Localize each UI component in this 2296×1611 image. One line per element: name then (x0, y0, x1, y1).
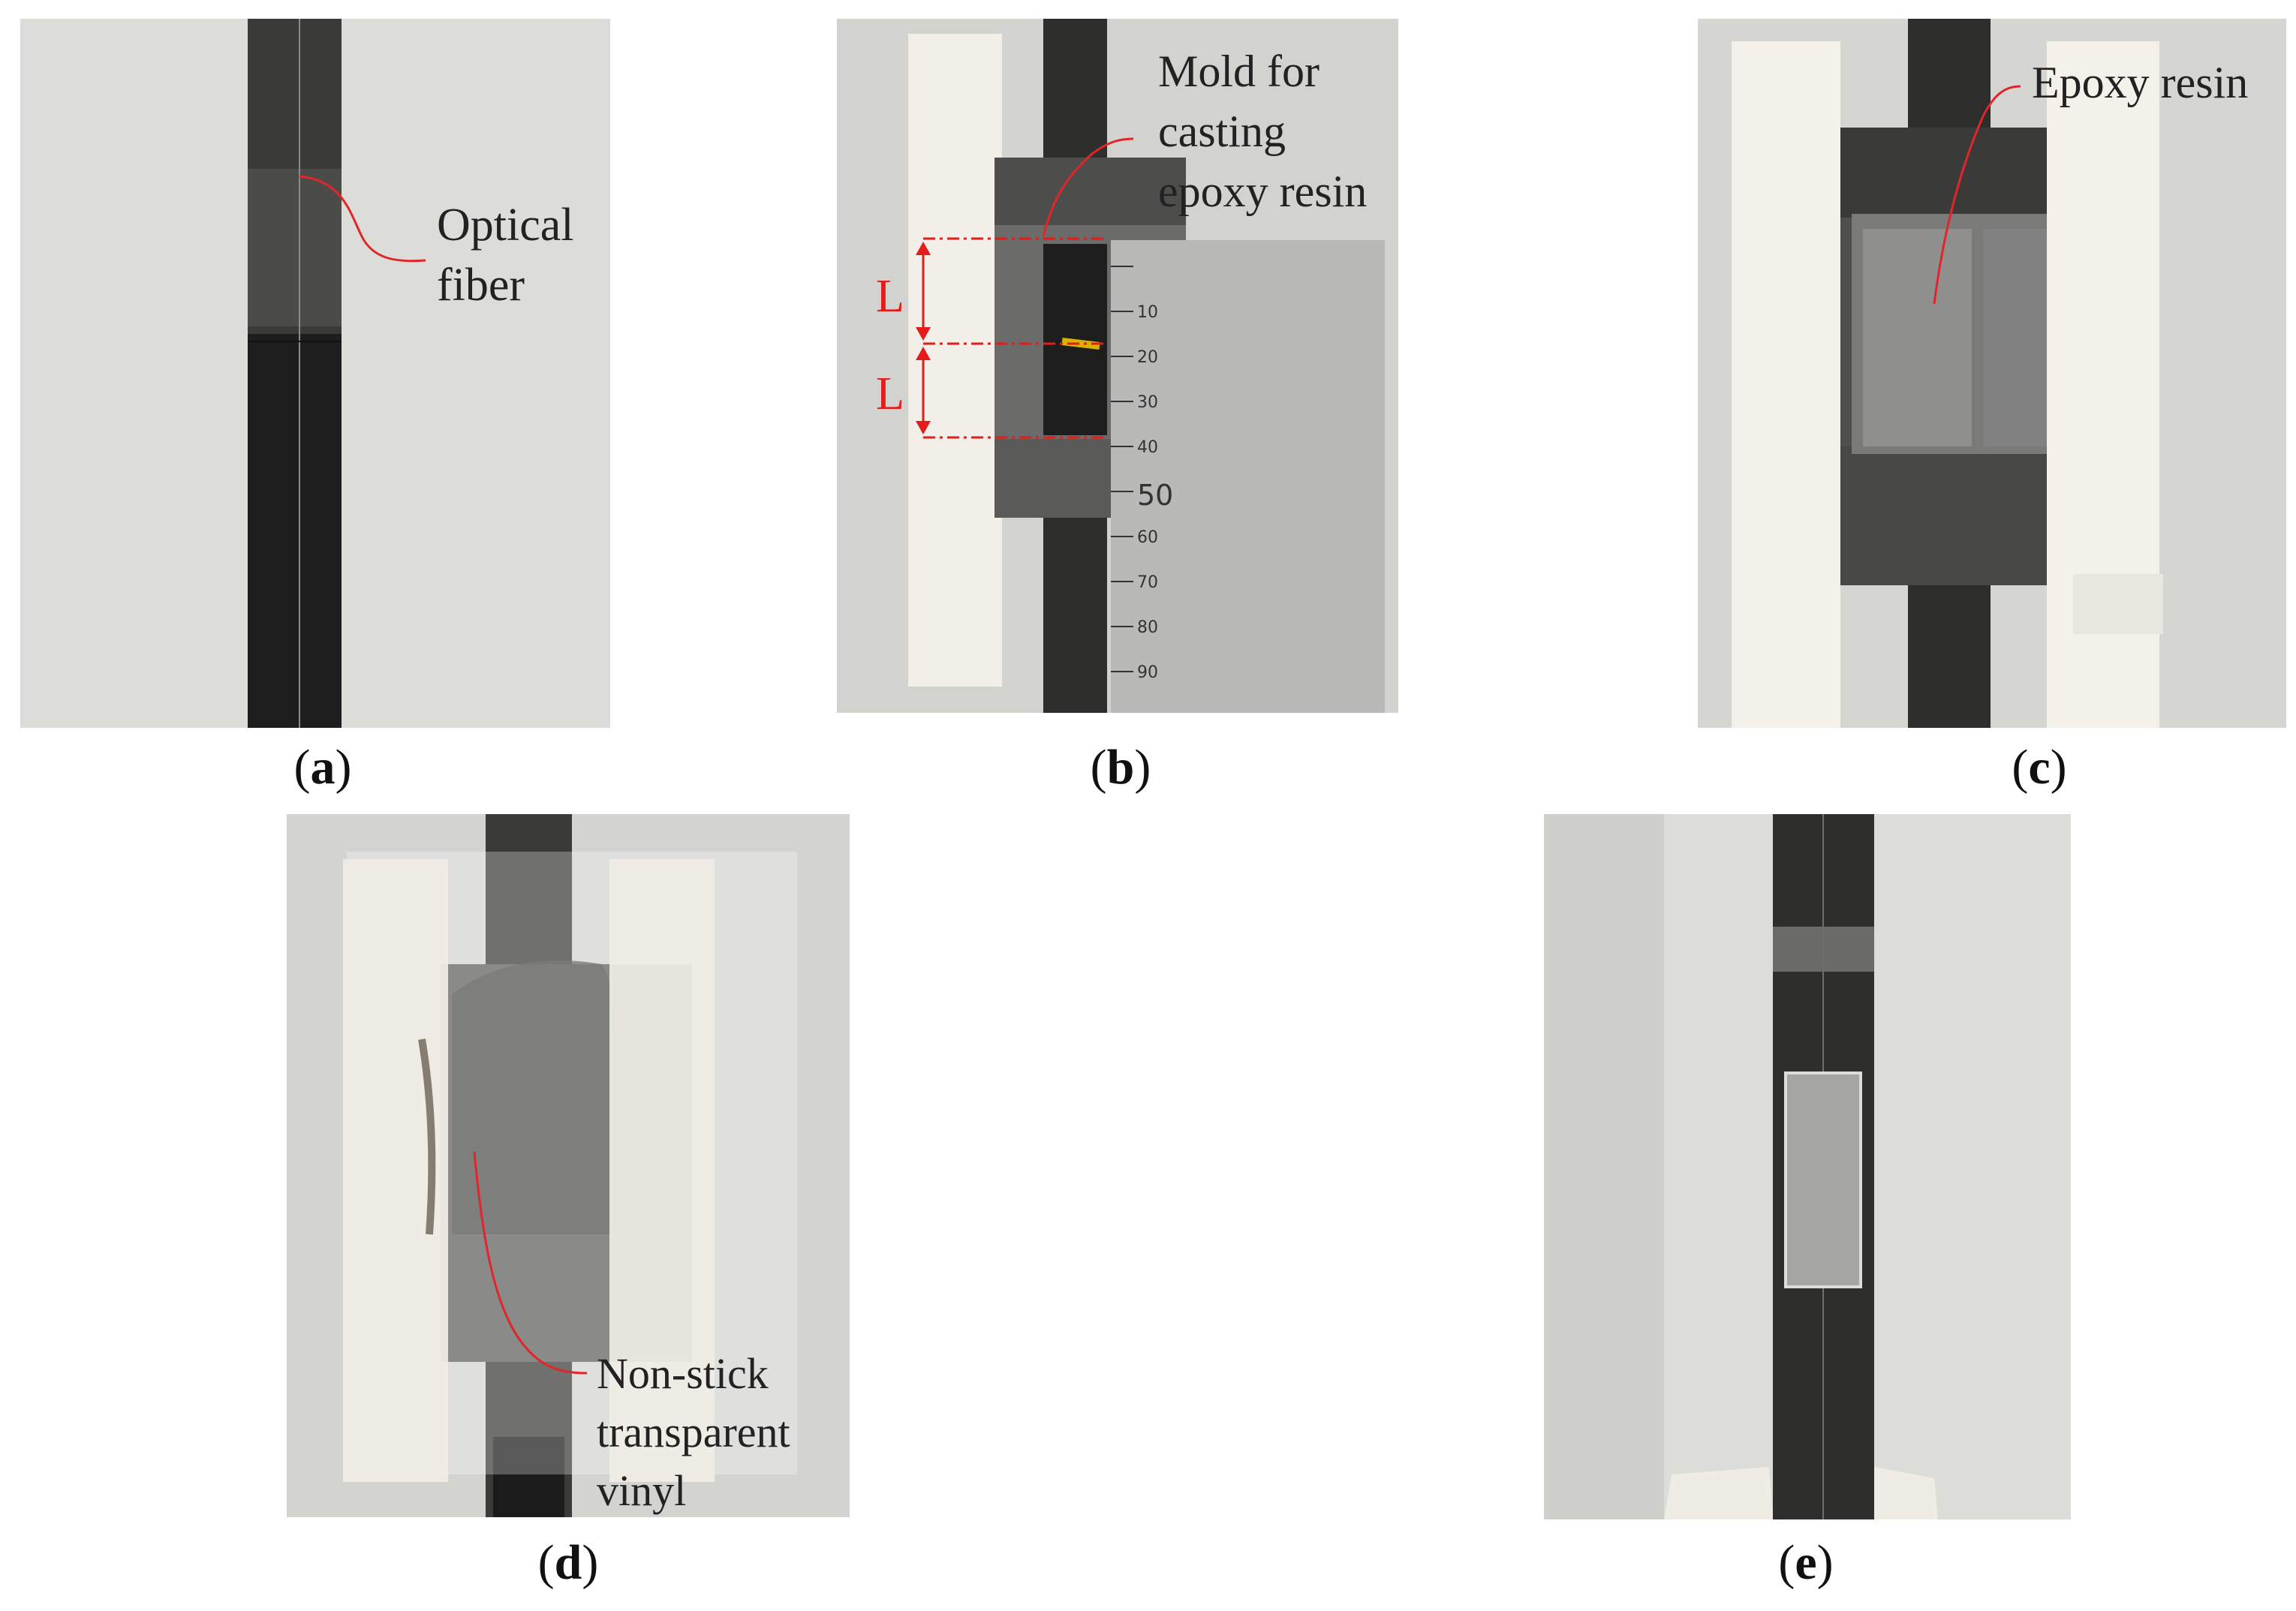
caption-e: (e) (1778, 1535, 1834, 1590)
panel-d-photo: Non-stick transparent vinyl (287, 814, 850, 1517)
label-mold-3: epoxy resin (1158, 167, 1367, 216)
label-mold-2: casting (1158, 107, 1286, 156)
label-fiber: fiber (437, 260, 525, 311)
svg-text:30: 30 (1137, 393, 1158, 412)
leader-line (1933, 85, 2021, 305)
svg-text:70: 70 (1137, 573, 1158, 592)
tape-left (1732, 41, 1840, 728)
label-vinyl-2: transparent (597, 1408, 790, 1456)
length-label-2: L (876, 368, 904, 419)
svg-text:60: 60 (1137, 528, 1158, 547)
label-mold-1: Mold for (1158, 47, 1320, 96)
svg-text:40: 40 (1137, 438, 1158, 457)
caption-c: (c) (2012, 740, 2067, 795)
svg-text:50: 50 (1137, 479, 1173, 512)
svg-text:20: 20 (1137, 348, 1158, 367)
panel-e-photo (1544, 814, 2071, 1519)
label-epoxy: Epoxy resin (2032, 58, 2248, 107)
tape-right (609, 859, 715, 1482)
dimension-lines (922, 237, 1107, 439)
leader-line (473, 1151, 588, 1375)
panel-a-photo: Optical fiber (20, 19, 610, 728)
panel-b-photo: 10 20 30 40 50 60 70 80 90 L L Mold for (837, 19, 1398, 713)
ruler-ticks (1111, 266, 1133, 672)
panel-c-photo: Epoxy resin (1698, 19, 2286, 728)
tape-bottom (1664, 1467, 1773, 1519)
ruler-labels: 10 20 30 40 50 60 70 80 90 (1137, 303, 1173, 682)
label-optical: Optical (437, 200, 574, 251)
leader-line (1042, 137, 1134, 237)
caption-a: (a) (293, 740, 352, 795)
caption-b: (b) (1090, 740, 1151, 795)
fiber-spot (1061, 338, 1100, 350)
cured-epoxy (1784, 1071, 1862, 1288)
svg-text:10: 10 (1137, 303, 1158, 322)
length-label-1: L (876, 271, 904, 322)
caption-d: (d) (537, 1535, 599, 1590)
svg-text:90: 90 (1137, 663, 1158, 682)
ruler (1111, 240, 1385, 713)
svg-text:80: 80 (1137, 618, 1158, 637)
label-vinyl-3: vinyl (597, 1466, 686, 1515)
leader-line (299, 175, 426, 263)
label-vinyl-1: Non-stick (597, 1349, 769, 1398)
